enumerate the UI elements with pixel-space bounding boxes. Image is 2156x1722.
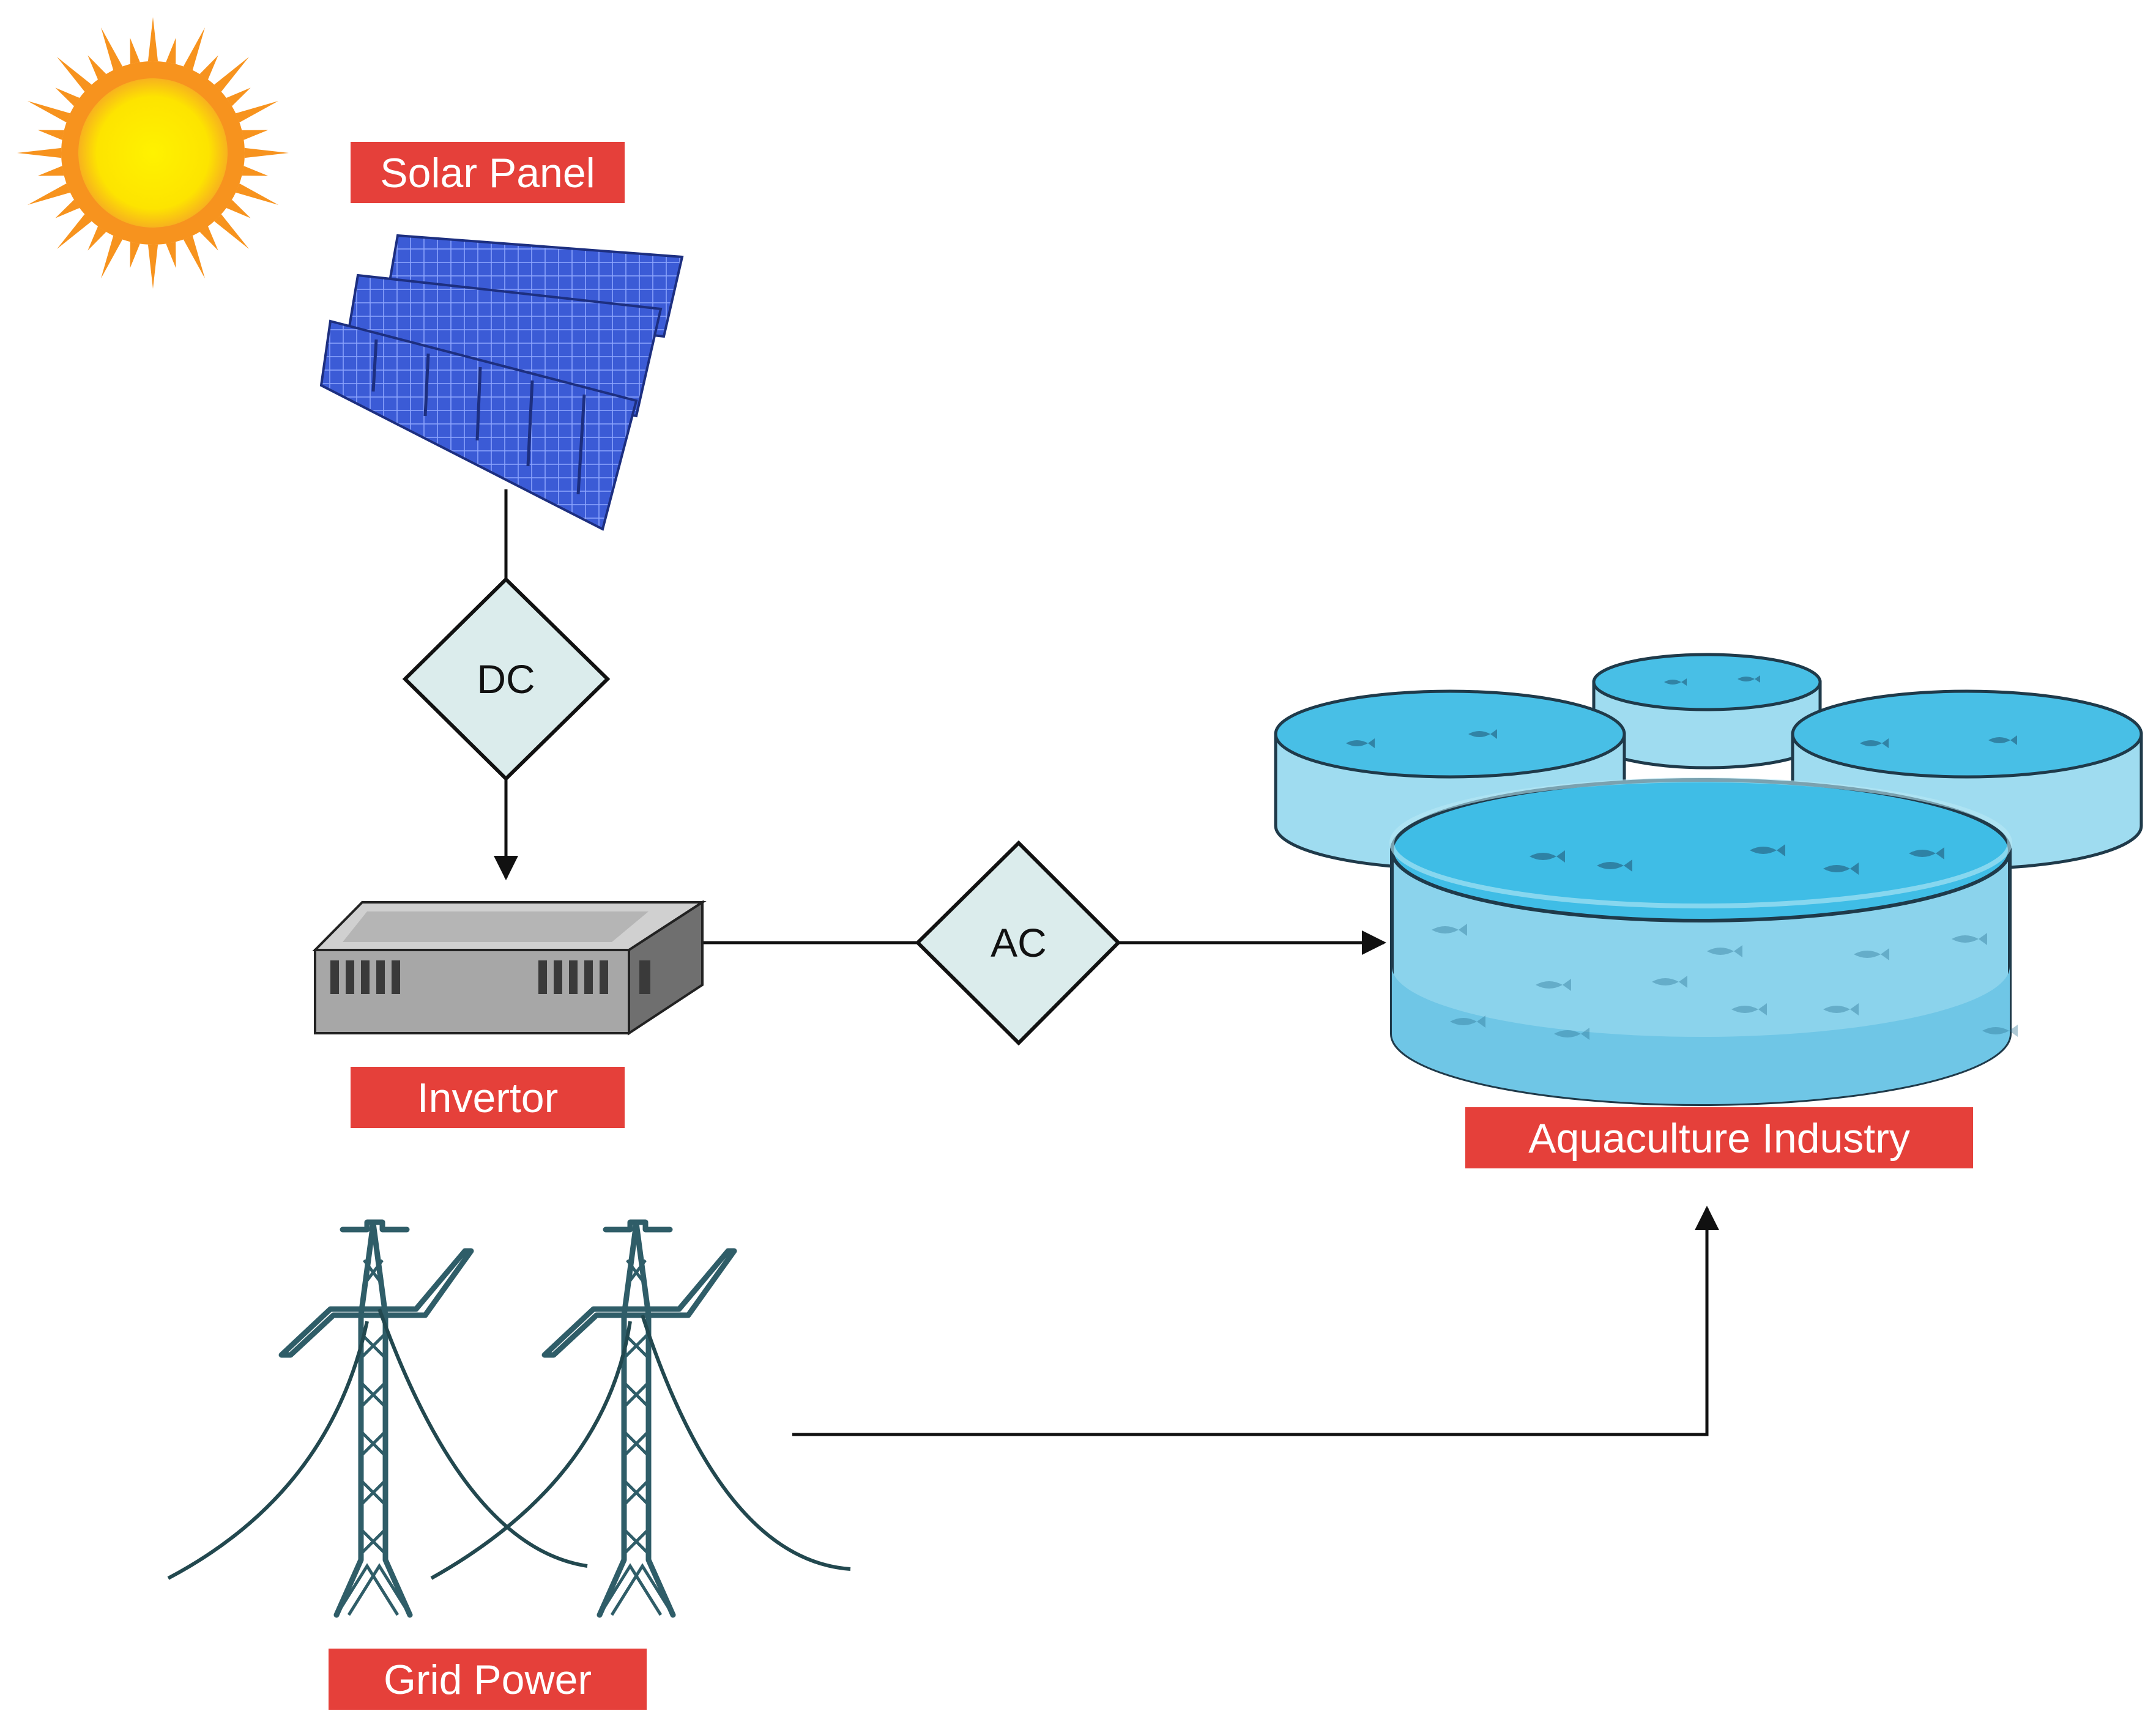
aquaculture-label: Aquaculture Industry [1465, 1107, 1973, 1168]
power-line [377, 1308, 588, 1568]
solar-panel-icon [319, 234, 684, 531]
sun-core [78, 78, 228, 228]
connectors [494, 489, 1719, 1436]
sun-ray [214, 57, 249, 92]
sun-icon [17, 17, 289, 289]
edge-grid-to-aquaculture [792, 1206, 1719, 1436]
aquaculture-label-text: Aquaculture Industry [1528, 1115, 1910, 1162]
power-tower-icon [167, 1219, 851, 1618]
sun-ray [236, 183, 279, 205]
sun-ray [130, 37, 140, 64]
invertor-label-text: Invertor [417, 1075, 559, 1121]
power-line [430, 1321, 632, 1580]
sun-ray [199, 55, 218, 80]
sun-ray [199, 226, 218, 251]
sun-ray [57, 214, 92, 249]
sun-ray [214, 214, 249, 249]
ac-label: AC [991, 920, 1047, 965]
sun-ray [87, 55, 106, 80]
solar-panel-label-text: Solar Panel [380, 150, 595, 196]
sun-ray [101, 27, 123, 70]
power-line [167, 1321, 369, 1580]
fish-tank-icon [1274, 653, 2143, 1106]
sun-ray [37, 166, 64, 176]
dc-label: DC [477, 656, 535, 702]
sun-ray [101, 236, 123, 279]
sun-ray [57, 57, 92, 92]
sun-ray [27, 183, 70, 205]
sun-ray [236, 101, 279, 123]
sun-ray [242, 166, 269, 176]
invertor-label: Invertor [351, 1067, 625, 1128]
dc-node: DC [402, 576, 611, 782]
ac-node: AC [915, 840, 1121, 1046]
sun-ray [55, 199, 80, 218]
sun-ray [226, 199, 251, 218]
sun-ray [55, 87, 80, 106]
sun-ray [244, 147, 289, 158]
solar-panel-label: Solar Panel [351, 142, 625, 203]
sun-ray [17, 147, 62, 158]
sun-ray [147, 244, 158, 289]
sun-ray [166, 242, 176, 269]
sun-ray [87, 226, 106, 251]
sun-ray [166, 37, 176, 64]
sun-ray [147, 17, 158, 62]
sun-ray [37, 130, 64, 140]
sun-ray [27, 101, 70, 123]
sun-ray [130, 242, 140, 269]
grid-power-label: Grid Power [329, 1649, 647, 1710]
power-line [641, 1315, 851, 1571]
sun-ray [183, 27, 205, 70]
grid-power-label-text: Grid Power [384, 1657, 592, 1703]
sun-ray [226, 87, 251, 106]
sun-ray [183, 236, 205, 279]
inverter-icon [312, 900, 707, 1036]
sun-ray [242, 130, 269, 140]
